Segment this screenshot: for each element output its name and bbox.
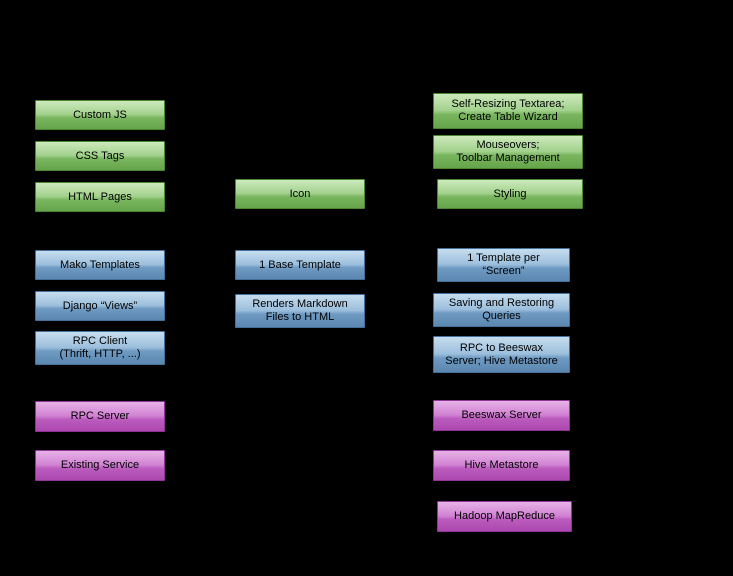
box-renders-markdown: Renders Markdown Files to HTML: [235, 294, 365, 328]
box-icon: Icon: [235, 179, 365, 209]
box-rpc-client: RPC Client (Thrift, HTTP, ...): [35, 331, 165, 365]
box-self-resizing-textarea: Self-Resizing Textarea; Create Table Wiz…: [433, 93, 583, 129]
box-custom-js: Custom JS: [35, 100, 165, 130]
box-styling: Styling: [437, 179, 583, 209]
box-beeswax-server: Beeswax Server: [433, 400, 570, 431]
box-template-per-screen: 1 Template per “Screen”: [437, 248, 570, 282]
box-rpc-to-beeswax: RPC to Beeswax Server; Hive Metastore: [433, 336, 570, 373]
box-hadoop-mapreduce: Hadoop MapReduce: [437, 501, 572, 532]
box-mouseovers-toolbar: Mouseovers; Toolbar Management: [433, 135, 583, 169]
box-html-pages: HTML Pages: [35, 182, 165, 212]
box-saving-restoring-queries: Saving and Restoring Queries: [433, 293, 570, 327]
box-hive-metastore: Hive Metastore: [433, 450, 570, 481]
box-django-views: Django “Views”: [35, 291, 165, 321]
box-css-tags: CSS Tags: [35, 141, 165, 171]
box-base-template: 1 Base Template: [235, 250, 365, 280]
box-mako-templates: Mako Templates: [35, 250, 165, 280]
box-existing-service: Existing Service: [35, 450, 165, 481]
box-rpc-server: RPC Server: [35, 401, 165, 432]
